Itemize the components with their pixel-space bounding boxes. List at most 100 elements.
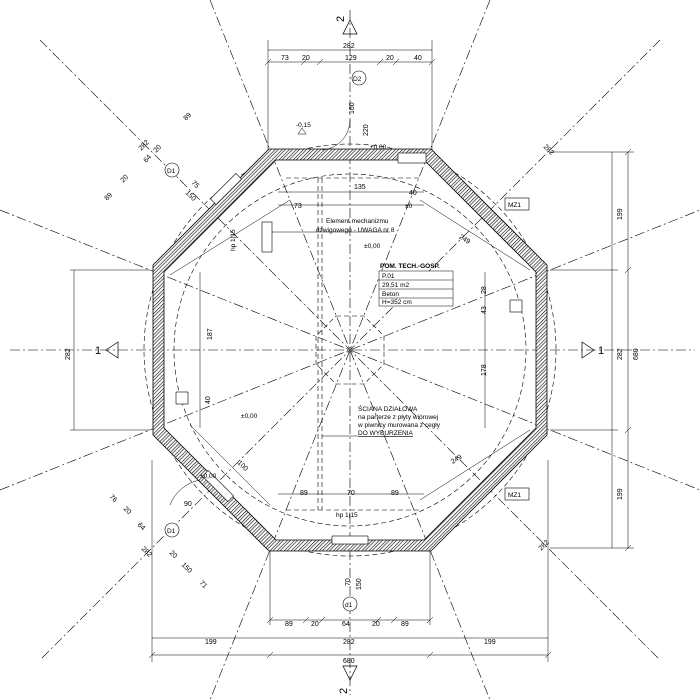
center-octagon — [315, 315, 385, 385]
dim-nw-75: 75 — [190, 180, 201, 191]
dim-right-seg-3: 199 — [617, 488, 624, 500]
dim-top-seg-2: 20 — [302, 55, 310, 62]
dim-interior-70b: 70 — [345, 578, 352, 586]
dim-sw-20b: 20 — [168, 550, 179, 561]
dim-nw-64: 64 — [143, 154, 154, 165]
dim-right-total: 680 — [633, 348, 640, 360]
tag-door-north: D2 — [353, 76, 362, 83]
section-east-number: 1 — [598, 345, 604, 357]
note-wall-1: ŚCIANA DZIAŁOWA — [358, 404, 418, 413]
dim-interior-187: 187 — [207, 328, 214, 340]
levels: -0,15 ±0,00 ±0,00 ±0,00 ±0,00 ±0 — [200, 122, 413, 480]
dim-bottom-total: 680 — [343, 658, 355, 665]
notes: Element mechanizmu dźwigowego - UWAGA nr… — [272, 218, 441, 437]
dim-bottom-outer-3: 199 — [484, 639, 496, 646]
dim-top-seg-3: 129 — [345, 55, 357, 62]
section-markers: 2 2 1 1 — [95, 16, 604, 694]
dim-sw-71: 71 — [198, 580, 209, 591]
dim-nw-20b: 20 — [120, 174, 131, 185]
dim-bottom-inner-4: 20 — [372, 621, 380, 628]
inner-circle — [173, 173, 527, 527]
dim-sw-282: 282 — [140, 546, 153, 559]
dim-left-value: 282 — [65, 348, 72, 360]
dim-bottom-inner-1: 89 — [285, 621, 293, 628]
section-south-number: 2 — [338, 688, 350, 694]
inner-dims — [169, 191, 531, 506]
note-wall-3: w piwnicy murowana z cegły — [357, 422, 441, 429]
dim-interior-43: 43 — [481, 306, 488, 314]
tag-ceiling-note-2: hp 1|15 — [230, 229, 237, 251]
section-west-number: 1 — [95, 345, 101, 357]
dim-right-seg-2: 282 — [617, 348, 624, 360]
note-mechanism-2: dźwigowego - UWAGA nr 8 — [316, 227, 395, 234]
dim-interior-28: 28 — [481, 286, 488, 294]
dim-sw-76: 76 — [108, 494, 119, 505]
room-floor: Beton — [382, 291, 399, 298]
openings — [169, 119, 523, 545]
dim-ne-282: 282 — [542, 144, 555, 157]
level-top-right: ±0,00 — [370, 144, 387, 151]
dim-sw-20a: 20 — [122, 506, 133, 517]
level-lower-left: ±0,00 — [241, 413, 258, 420]
section-north-number: 2 — [335, 16, 347, 22]
partition-wall — [286, 177, 420, 511]
dim-interior-40: 40 — [409, 190, 417, 197]
dim-interior-40b: 40 — [205, 396, 212, 404]
dim-bottom-outer-1: 199 — [205, 639, 217, 646]
dim-se-282: 282 — [538, 539, 551, 552]
dim-interior-90: 90 — [184, 501, 192, 508]
note-mechanism-1: Element mechanizmu — [326, 218, 389, 225]
dim-nw-89a: 89 — [183, 112, 194, 123]
dim-interior-100: 100 — [236, 460, 249, 473]
tag-window-ne: MZ1 — [508, 202, 521, 209]
tags: D2 D1 D1 d1 MZ1 MZ1 hp 1|15 hp 1|15 — [164, 70, 530, 612]
room-number: P.01 — [382, 273, 395, 280]
level-upper-mid: ±0 — [405, 203, 413, 210]
room-title: POM. TECH.-GOSP. — [380, 263, 440, 270]
level-south-door: ±0,00 — [200, 473, 217, 480]
dim-interior-249b: 249 — [450, 454, 464, 466]
lift-circle — [143, 143, 557, 557]
dim-sw-64: 64 — [136, 522, 147, 533]
note-wall-4: DO WYBURZENIA — [358, 430, 414, 437]
dim-top-seg-4: 20 — [386, 55, 394, 62]
dim-interior-89a: 89 — [300, 490, 308, 497]
outer-wall — [152, 148, 548, 552]
room-height: H=352 cm — [382, 299, 412, 306]
room-area: 29,51 m2 — [382, 282, 409, 289]
level-top-door: -0,15 — [296, 122, 311, 129]
dim-interior-89b: 89 — [391, 490, 399, 497]
dim-bottom-inner-3: 64 — [342, 621, 350, 628]
dim-right-seg-1: 199 — [617, 208, 624, 220]
dim-top-seg-1: 73 — [281, 55, 289, 62]
dim-interior-249a: 249 — [458, 234, 472, 246]
dimensions: 282 73 20 129 20 40 680 199 282 199 89 2… — [65, 43, 640, 665]
dim-interior-178: 178 — [481, 364, 488, 376]
tag-window-se: MZ1 — [508, 492, 521, 499]
dim-nw-89b: 89 — [104, 192, 115, 203]
dim-top-total: 282 — [343, 43, 355, 50]
dim-interior-220: 220 — [363, 124, 370, 136]
dim-interior-73: 73 — [294, 203, 302, 210]
dim-interior-160: 160 — [349, 102, 356, 114]
dim-interior-135: 135 — [354, 184, 366, 191]
dim-nw-282: 282 — [138, 139, 151, 152]
dim-nw-20a: 20 — [153, 144, 164, 155]
dim-bottom-inner-2: 20 — [311, 621, 319, 628]
dim-top-seg-5: 40 — [414, 55, 422, 62]
dim-interior-150: 150 — [356, 578, 363, 590]
room-label: POM. TECH.-GOSP. P.01 29,51 m2 Beton H=3… — [378, 263, 454, 307]
tag-door-south: d1 — [345, 602, 353, 609]
dim-nw-150: 150 — [184, 190, 197, 203]
note-wall-2: na parterze z płyty wiórowej — [358, 414, 438, 421]
dim-bottom-inner-5: 89 — [401, 621, 409, 628]
dim-bottom-outer-2: 282 — [343, 639, 355, 646]
dim-interior-70: 70 — [347, 490, 355, 497]
tag-door-southwest: D1 — [167, 528, 176, 535]
dim-sw-150: 150 — [180, 562, 193, 575]
tag-door-northwest: D1 — [167, 168, 176, 175]
tag-ceiling-note: hp 1|15 — [336, 512, 358, 519]
level-upper-center: ±0,00 — [364, 243, 381, 250]
